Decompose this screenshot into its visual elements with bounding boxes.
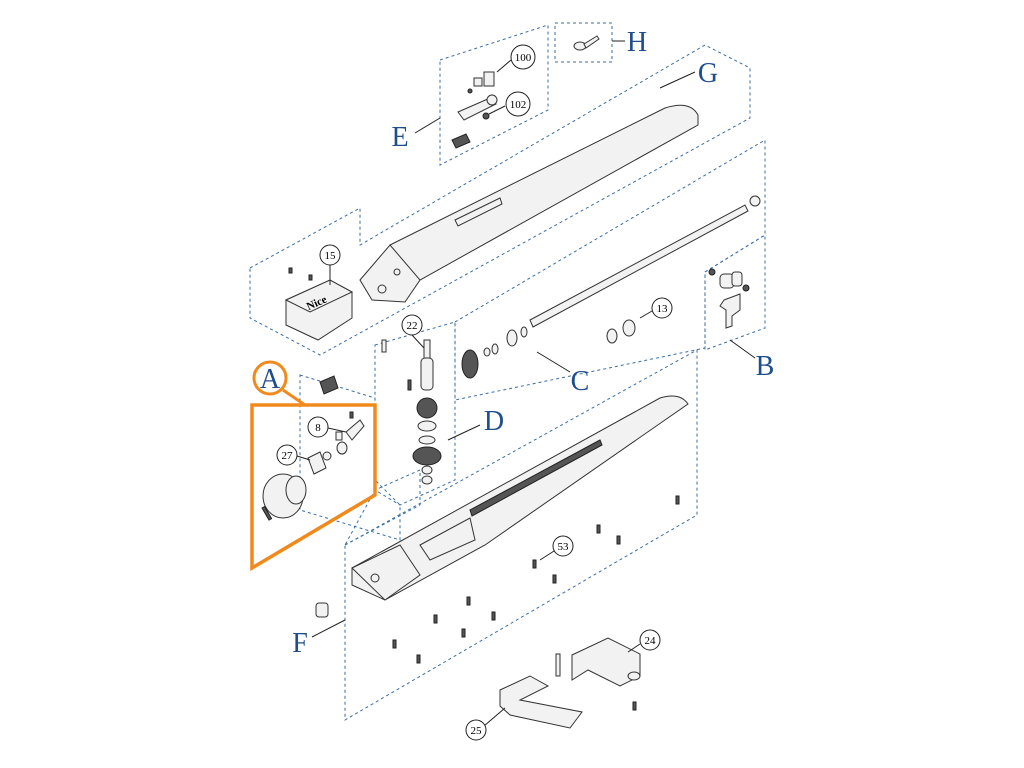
part-100-leader <box>496 59 512 73</box>
top-cover <box>359 104 699 303</box>
group-c-outline <box>454 139 766 401</box>
part-25-bubble <box>465 719 487 741</box>
part-8-label: 8 <box>315 422 321 434</box>
part-27-bubble <box>276 444 298 466</box>
part-13-label: 13 <box>657 303 669 315</box>
part-8-leader <box>327 427 347 433</box>
part-15-label: 15 <box>325 250 337 262</box>
group-a-highlight-outline <box>250 403 377 572</box>
group-f-leader <box>311 619 346 638</box>
group-c-label: C <box>571 366 590 397</box>
part-102-leader <box>488 105 506 115</box>
group-d-leader <box>447 424 481 441</box>
part-53-bubble <box>552 535 574 557</box>
part-53-leader <box>539 550 555 561</box>
part-15-bubble <box>319 244 341 266</box>
group-f-label: F <box>292 628 308 659</box>
group-h-label: H <box>627 27 647 58</box>
end-bracket-parts <box>708 268 750 329</box>
motor-assembly <box>261 375 365 521</box>
part-100-label: 100 <box>515 52 532 64</box>
group-e-outline <box>439 24 549 166</box>
motor-cover: Nice <box>284 267 354 341</box>
part-24-leader <box>627 643 641 653</box>
part-53-label: 53 <box>558 541 570 553</box>
screw-set <box>392 495 680 664</box>
part-24-bubble <box>639 629 661 651</box>
part-25-label: 25 <box>471 725 483 737</box>
group-a-label: A <box>260 364 281 395</box>
group-b-label: B <box>756 351 775 382</box>
group-e-label: E <box>391 122 408 153</box>
group-d-label: D <box>484 406 504 437</box>
lead-screw <box>461 195 761 379</box>
part-102-label: 102 <box>510 99 527 111</box>
part-24-label: 24 <box>645 635 657 647</box>
group-g-label: G <box>698 58 718 89</box>
part-13-bubble <box>651 297 673 319</box>
part-22-bubble <box>401 314 423 336</box>
group-g-leader <box>659 71 696 89</box>
part-27-leader <box>296 455 311 461</box>
rear-bracket <box>555 637 641 711</box>
group-f-outline <box>344 349 698 721</box>
part-27-label: 27 <box>282 450 294 462</box>
group-h-outline <box>554 22 613 63</box>
part-100-bubble <box>510 44 536 70</box>
group-d-outline <box>374 321 456 506</box>
part-25-leader <box>483 707 506 727</box>
group-a-dashed-outline <box>299 374 401 541</box>
base-frame <box>315 395 689 618</box>
part-13-leader <box>639 310 653 319</box>
group-f-upper-outline <box>343 469 421 547</box>
release-lever-parts <box>451 71 498 149</box>
part-22-leader <box>411 334 425 349</box>
group-b-leader <box>729 339 756 359</box>
group-b-outline <box>704 234 766 351</box>
gear-stack <box>381 339 442 485</box>
group-a-leader <box>282 388 306 407</box>
part-102-bubble <box>505 91 531 117</box>
group-a-badge <box>252 360 288 396</box>
part-8-bubble <box>307 416 329 438</box>
group-c-leader <box>536 351 571 373</box>
group-e-leader <box>414 117 441 134</box>
release-key-icon <box>573 35 600 51</box>
front-bracket <box>499 675 583 729</box>
part-22-label: 22 <box>407 320 418 332</box>
